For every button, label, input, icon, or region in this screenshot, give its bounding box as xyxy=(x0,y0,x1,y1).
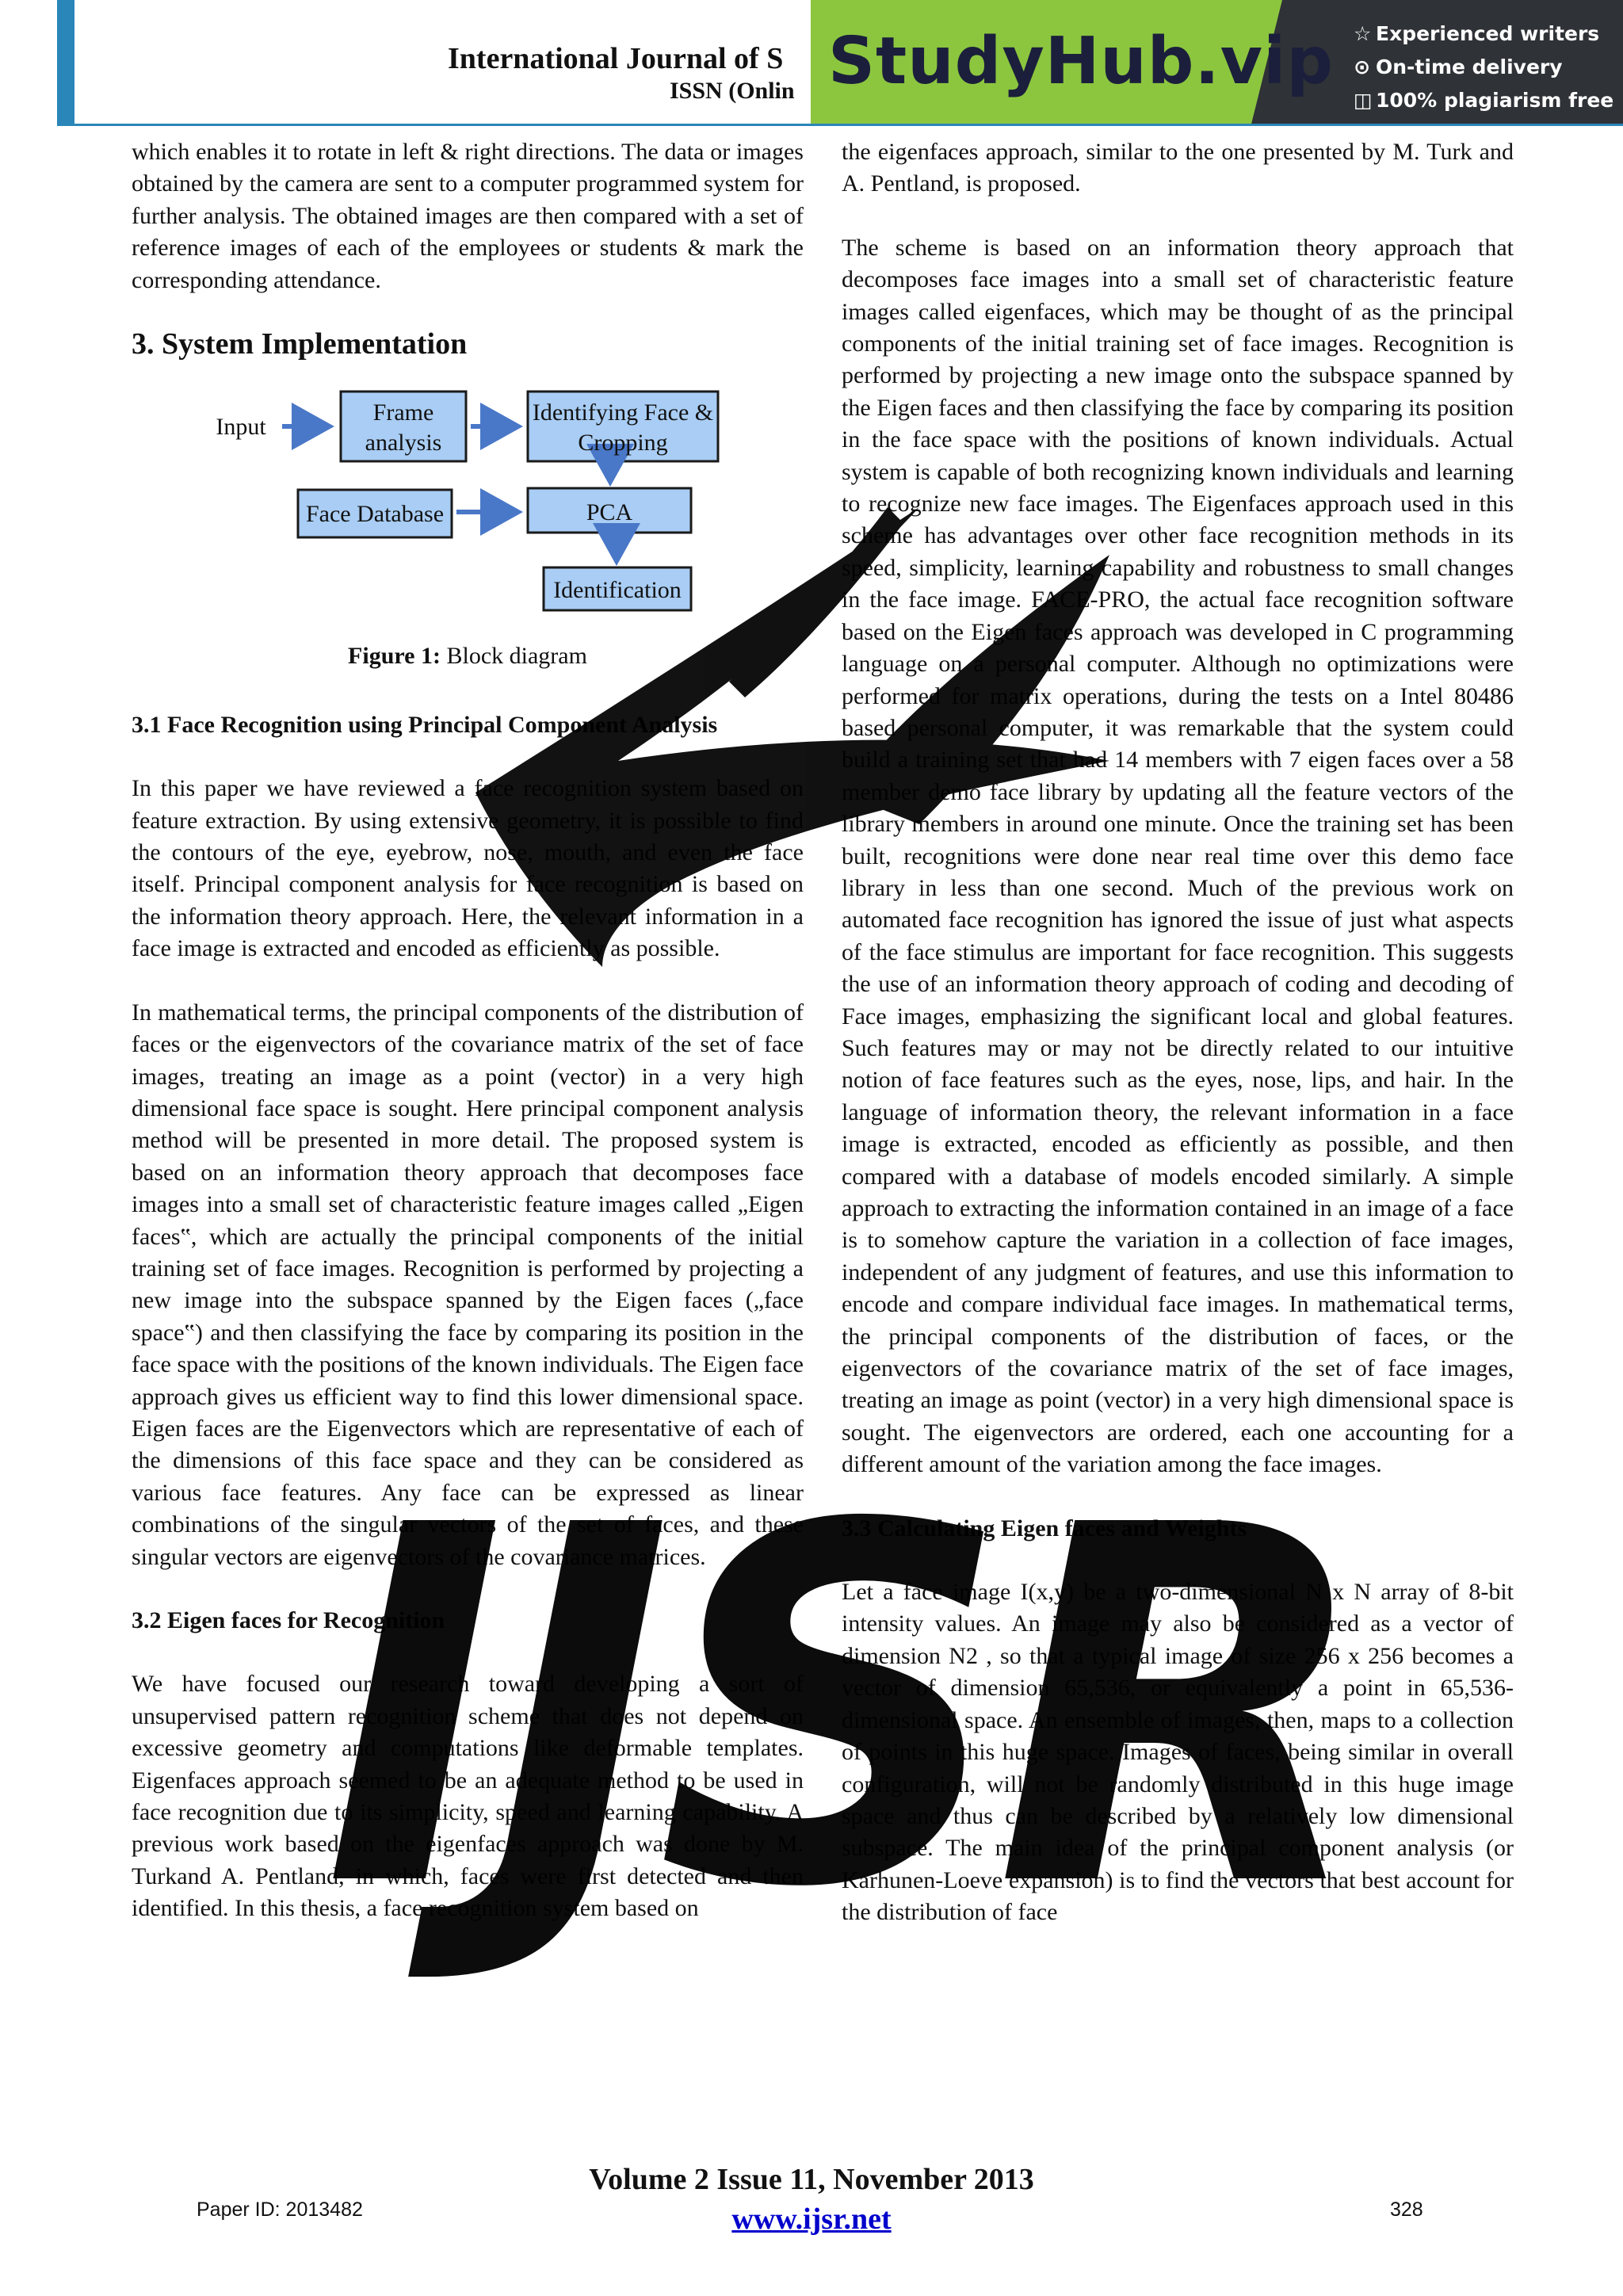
identifying-label-2: Cropping xyxy=(578,430,667,456)
paragraph: The scheme is based on an information th… xyxy=(842,234,1514,1478)
issn-line: ISSN (Onlin xyxy=(670,78,795,104)
clock-icon: ⊙ xyxy=(1354,55,1370,78)
face-database-box xyxy=(296,488,453,539)
identifying-label-1: Identifying Face & xyxy=(533,399,713,426)
page-number: 328 xyxy=(1390,2199,1423,2221)
ad-brand-logo[interactable]: StudyHub.vip xyxy=(828,24,1334,99)
frame-analysis-label-2: analysis xyxy=(365,430,442,456)
subsection-heading: 3.1 Face Recognition using Principal Com… xyxy=(132,711,718,738)
paragraph: Let a face image I(x,y) be a two-dimensi… xyxy=(842,1579,1514,1926)
pca-label: PCA xyxy=(586,499,633,525)
block-diagram-figure: Input Frame analysis Identifying Face & … xyxy=(132,382,804,636)
paper-id: Paper ID: 2013482 xyxy=(197,2199,363,2221)
shield-check-icon: ◫ xyxy=(1354,89,1373,112)
input-label: Input xyxy=(216,414,266,440)
frame-analysis-label-1: Frame xyxy=(373,399,434,426)
header-accent-bar xyxy=(57,0,74,125)
paragraph: In mathematical terms, the principal com… xyxy=(132,999,804,1570)
left-column: which enables it to rotate in left & rig… xyxy=(132,136,804,1925)
journal-website-link[interactable]: www.ijsr.net xyxy=(731,2202,892,2236)
paragraph: We have focused our research toward deve… xyxy=(132,1671,804,1922)
ad-feature-plagiarism: ◫100% plagiarism free xyxy=(1354,89,1614,112)
studyhub-ad-banner[interactable]: StudyHub.vip ☆Experienced writers ⊙On-ti… xyxy=(811,0,1623,124)
star-icon: ☆ xyxy=(1354,22,1372,45)
figure-caption: Figure 1: Block diagram xyxy=(348,643,587,670)
section-heading: 3. System Implementation xyxy=(132,327,468,361)
identification-label: Identification xyxy=(553,577,682,603)
ad-green-panel xyxy=(811,0,1318,124)
header-rule xyxy=(57,124,1623,126)
right-column: the eigenfaces approach, similar to the … xyxy=(842,136,1514,1929)
face-database-label: Face Database xyxy=(306,501,444,527)
ad-dark-panel xyxy=(1318,0,1623,124)
subsection-heading: 3.3 Calculating Eigen faces and Weights xyxy=(842,1515,1247,1541)
journal-title: International Journal of S xyxy=(448,42,784,75)
paragraph: the eigenfaces approach, similar to the … xyxy=(842,139,1514,197)
ad-feature-writers: ☆Experienced writers xyxy=(1354,22,1600,45)
paragraph: which enables it to rotate in left & rig… xyxy=(132,139,804,293)
block-diagram-svg: Input Frame analysis Identifying Face & … xyxy=(216,390,720,612)
volume-issue: Volume 2 Issue 11, November 2013 xyxy=(589,2163,1034,2196)
paragraph: In this paper we have reviewed a face re… xyxy=(132,775,804,962)
frame-analysis-box xyxy=(339,390,468,463)
ad-feature-delivery: ⊙On-time delivery xyxy=(1354,55,1563,78)
subsection-heading: 3.2 Eigen faces for Recognition xyxy=(132,1607,445,1633)
